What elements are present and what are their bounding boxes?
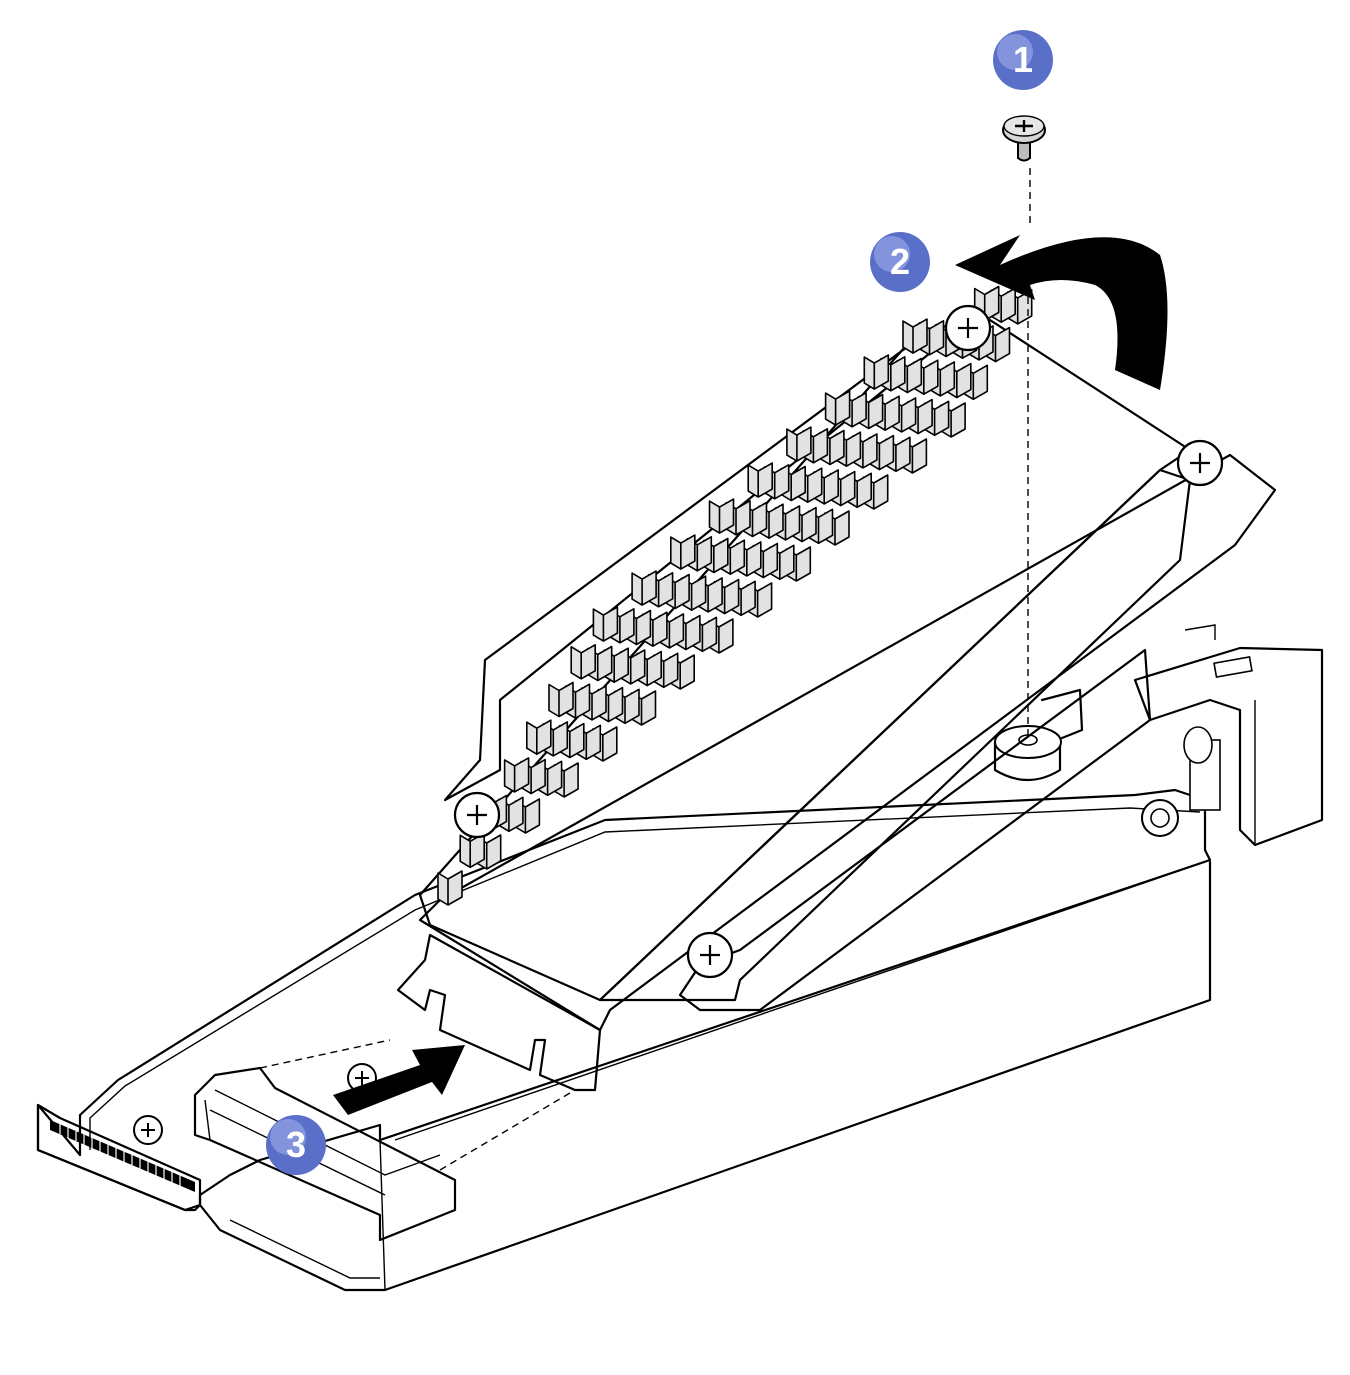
m2-drive-with-heatsink — [396, 285, 1277, 1092]
heatsink-fin — [824, 390, 851, 426]
heatsink-fin — [592, 606, 619, 642]
heatsink-fin — [708, 498, 735, 534]
step-1-number: 1 — [1013, 39, 1033, 80]
rotate-arrow-icon — [955, 235, 1168, 390]
heatsink-fin — [503, 757, 530, 793]
heatsink-fin — [526, 719, 552, 755]
heatsink-fin — [548, 681, 574, 718]
screw-icon — [1002, 115, 1046, 162]
heatsink-fin — [786, 426, 812, 462]
tray-end-bracket — [1133, 624, 1324, 847]
tray-screw-left-icon — [133, 1115, 163, 1145]
heatsink-fin — [670, 534, 696, 570]
step-2-badge: 2 — [870, 232, 930, 292]
heatsink-screw-bottom-icon — [686, 931, 734, 979]
step-2-number: 2 — [890, 241, 910, 282]
edge-connector-contacts — [36, 1103, 202, 1212]
heatsink-fin — [902, 318, 928, 354]
m2-slot — [193, 1066, 457, 1242]
retainer-standoff — [993, 688, 1084, 781]
heatsink-fins — [437, 285, 1033, 906]
heatsink-fin — [631, 570, 657, 606]
heatsink-screw-top-icon — [944, 304, 992, 352]
push-arrow-icon — [333, 1045, 465, 1115]
heatsink-screw-right-icon — [1176, 439, 1224, 487]
step-3-number: 3 — [286, 1124, 306, 1165]
step-3-badge: 3 — [266, 1115, 326, 1175]
heatsink-screw-left-icon — [453, 791, 501, 839]
heatsink-fin — [459, 832, 485, 869]
step-1-badge: 1 — [993, 30, 1053, 90]
heatsink-fin — [437, 870, 463, 906]
heatsink-fin — [747, 462, 773, 498]
heatsink-fin — [863, 354, 890, 390]
heatsink-fin — [570, 644, 596, 680]
